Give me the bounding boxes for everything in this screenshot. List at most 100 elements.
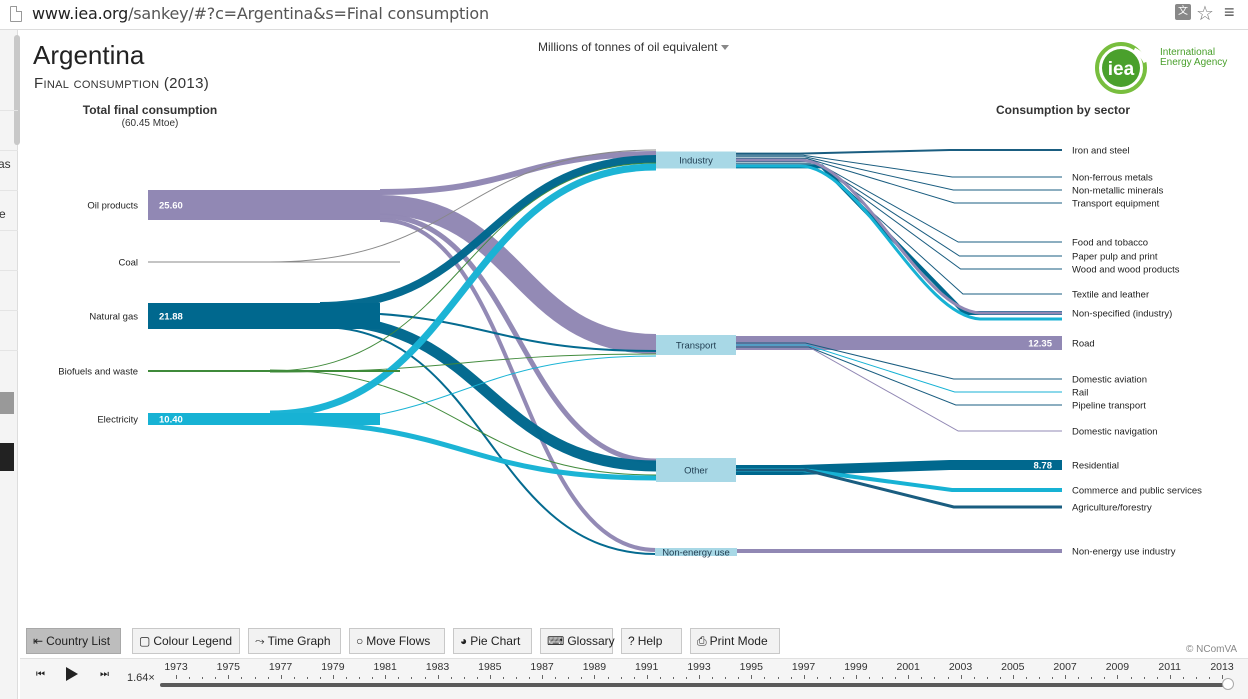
translate-icon[interactable]: 文 (1175, 4, 1191, 20)
trunk-industry-oil[interactable] (736, 158, 1062, 315)
step-back-icon[interactable]: ⏮ (36, 669, 45, 680)
step-forward-icon[interactable]: ⏭ (100, 669, 109, 680)
timeline-tick (489, 675, 491, 679)
destination-flow[interactable] (736, 156, 1062, 191)
move-flows-button[interactable]: ○Move Flows (349, 628, 445, 654)
timeline-year-label[interactable]: 1983 (425, 661, 450, 673)
destination-flow[interactable] (736, 164, 1062, 315)
destination-flow[interactable] (736, 157, 1062, 204)
print-mode-button[interactable]: ⎙Print Mode (690, 628, 780, 654)
timeline-slider[interactable]: ⏮ ⏭ 1.64× 1973 1975 1977 1979 1981 1983 1985 19… (20, 658, 1248, 699)
destination-flow[interactable] (736, 348, 1062, 432)
source-bar-elec[interactable] (148, 413, 380, 425)
source-value: 25.60 (159, 201, 183, 212)
browser-menu-icon[interactable]: ≡ (1224, 2, 1235, 22)
timeline-minor-tick (1039, 677, 1040, 679)
timeline-year-label[interactable]: 1999 (844, 661, 868, 673)
bookmark-star-icon[interactable]: ☆ (1196, 3, 1214, 25)
flow-elec-to-sector-0[interactable] (269, 163, 657, 418)
flow-gas-to-sector-3[interactable] (319, 326, 657, 555)
timeline-year-label[interactable]: 1981 (373, 661, 397, 673)
panel-divider (0, 190, 18, 191)
timeline-tick (228, 675, 230, 679)
source-label: Electricity (97, 415, 138, 426)
colour-legend-button[interactable]: ▢Colour Legend (132, 628, 240, 654)
source-bar-oil[interactable] (148, 190, 380, 220)
destination-flow[interactable] (736, 342, 1062, 380)
timeline-year-label[interactable]: 2005 (1001, 661, 1025, 673)
timeline-year-label[interactable]: 1987 (530, 661, 554, 673)
destination-flow[interactable] (736, 159, 1062, 243)
url-field[interactable]: www.iea.org/sankey/#?c=Argentina&s=Final… (32, 4, 489, 23)
flow-gas-to-sector-0[interactable] (319, 155, 657, 310)
destination-label: Non-energy use industry (1072, 547, 1176, 558)
destination-flow[interactable] (736, 164, 1062, 295)
timeline-year-label[interactable]: 2007 (1053, 661, 1077, 673)
sector-label: Industry (679, 156, 713, 167)
timeline-track[interactable] (160, 683, 1232, 687)
destination-flow[interactable] (736, 346, 1062, 406)
timeline-minor-tick (1182, 677, 1184, 679)
timeline-year-label[interactable]: 1991 (635, 661, 659, 673)
destination-flow[interactable] (736, 468, 1062, 509)
unit-dropdown[interactable]: Millions of tonnes of oil equivalent (538, 40, 730, 54)
flow-gas-to-sector-2[interactable] (319, 314, 657, 472)
panel-divider (0, 150, 18, 151)
timeline-year-label[interactable]: 1997 (791, 661, 816, 673)
sector-node[interactable] (656, 335, 736, 355)
left-column-heading: Total final consumption (82, 103, 218, 117)
timeline-year-label[interactable]: 2001 (896, 661, 920, 673)
destination-flow[interactable] (736, 154, 1062, 178)
bottom-toolbar: ⇤Country List ▢Colour Legend ⤳Time Graph ○M… (20, 626, 1248, 658)
destination-label: Textile and leather (1072, 290, 1149, 301)
glossary-button[interactable]: ⌨Glossary (540, 628, 615, 654)
sector-node[interactable] (655, 548, 737, 556)
timeline-year-label[interactable]: 2003 (948, 661, 973, 673)
flow-oil-to-sector-0[interactable] (379, 151, 657, 195)
timeline-year-label[interactable]: 2013 (1210, 661, 1234, 673)
timeline-year-label[interactable]: 1977 (268, 661, 293, 673)
speed-label[interactable]: 1.64× (127, 672, 155, 684)
timeline-year-label[interactable]: 1979 (321, 661, 345, 673)
time-graph-button[interactable]: ⤳Time Graph (248, 628, 341, 654)
destination-flow[interactable] (736, 344, 1062, 393)
source-bar-gas[interactable] (148, 303, 380, 329)
panel-item[interactable] (0, 392, 14, 414)
timeline-year-label[interactable]: 1975 (216, 661, 240, 673)
timeline-year-label[interactable]: 1985 (478, 661, 502, 673)
panel-item-selected[interactable] (0, 443, 14, 471)
scrollbar-thumb[interactable] (14, 35, 20, 145)
timeline-year-label[interactable]: 2009 (1105, 661, 1130, 673)
destination-flow[interactable] (736, 161, 1062, 257)
flow-bio-to-sector-0[interactable] (269, 162, 657, 372)
timeline-year-label[interactable]: 1973 (164, 661, 188, 673)
destination-label: Agriculture/forestry (1072, 503, 1152, 514)
timeline-handle[interactable] (1222, 678, 1234, 690)
timeline-minor-tick (672, 677, 674, 679)
country-list-button[interactable]: ⇤Country List (26, 628, 121, 654)
destination-label: Food and tobacco (1072, 238, 1148, 249)
pie-chart-button[interactable]: ◕Pie Chart (453, 628, 532, 654)
timeline-minor-tick (463, 677, 465, 679)
flow-elec-to-sector-2[interactable] (269, 419, 657, 481)
sector-node[interactable] (656, 151, 736, 169)
flow-coal-to-sector-0[interactable] (269, 149, 657, 263)
help-button[interactable]: ?Help (621, 628, 682, 654)
timeline-tick (176, 675, 177, 679)
timeline-year-label[interactable]: 2011 (1158, 661, 1181, 673)
timeline-year-label[interactable]: 1993 (687, 661, 711, 673)
flow-oil-to-sector-1[interactable] (379, 195, 657, 354)
destination-flow[interactable] (736, 162, 1062, 270)
destination-flow[interactable] (736, 149, 1062, 155)
sector-node[interactable] (656, 458, 736, 482)
flow-oil-to-sector-3[interactable] (379, 218, 657, 552)
play-icon[interactable] (66, 667, 78, 681)
trunk-industry-elec[interactable] (736, 164, 1062, 321)
timeline-minor-tick (738, 677, 740, 679)
timeline-year-label[interactable]: 1995 (739, 661, 763, 673)
flow-bio-to-sector-2[interactable] (269, 369, 657, 476)
timeline-tick (280, 675, 282, 679)
timeline-year-label[interactable]: 1989 (582, 661, 607, 673)
timeline-minor-tick (1156, 677, 1158, 679)
